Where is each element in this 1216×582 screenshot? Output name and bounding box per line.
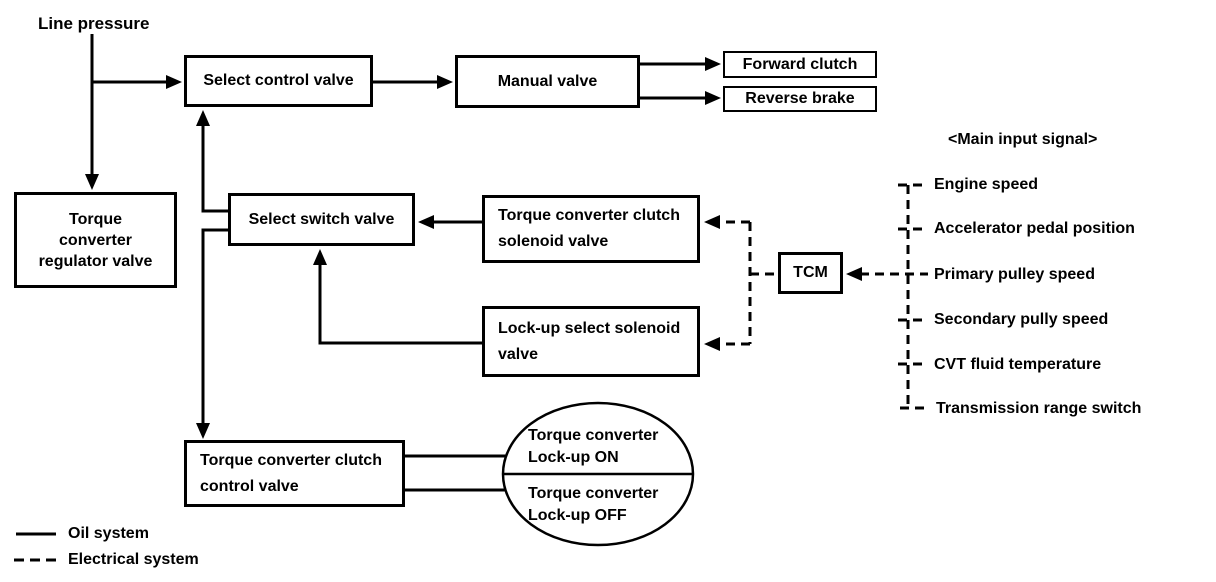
regulator-valve-line3: regulator valve (38, 252, 153, 270)
arrowhead-down-icon (196, 423, 210, 439)
regulator-valve-line1: Torque (68, 210, 123, 228)
arrowhead-left-icon (704, 337, 720, 351)
manual-valve-label: Manual valve (497, 72, 598, 90)
lock-up-select-solenoid-valve-box: Lock-up select solenoid valve (482, 306, 700, 377)
torque-converter-regulator-valve-box: Torque converter regulator valve (14, 192, 177, 288)
torque-converter-clutch-solenoid-valve-box: Torque converter clutch solenoid valve (482, 195, 700, 263)
lockup-off-line2: Lock-up OFF (528, 507, 627, 524)
arrowhead-up-icon (313, 249, 327, 265)
lockup-solenoid-line1: Lock-up select solenoid (498, 319, 681, 337)
input-item-secondary-pully-speed: Secondary pully speed (934, 311, 1109, 328)
arrowhead-up-icon (196, 110, 210, 126)
input-item-accelerator-pedal-position: Accelerator pedal position (934, 220, 1135, 237)
line-pressure-label: Line pressure (38, 14, 150, 33)
tcc-control-line1: Torque converter clutch (200, 451, 382, 469)
select-control-valve-box: Select control valve (184, 55, 373, 107)
arrowhead-right-icon (166, 75, 182, 89)
lockup-solenoid-line2: valve (498, 345, 539, 363)
lockup-off-text: Torque converter Lock-up OFF (528, 483, 658, 527)
reverse-brake-label: Reverse brake (745, 90, 855, 107)
regulator-valve-line2: converter (59, 231, 132, 249)
select-control-valve-label: Select control valve (203, 72, 354, 89)
torque-converter-clutch-control-valve-box: Torque converter clutch control valve (184, 440, 405, 507)
input-item-cvt-fluid-temperature: CVT fluid temperature (934, 356, 1102, 373)
arrowhead-left-icon (846, 267, 862, 281)
switch-to-select-control-connector (201, 124, 228, 213)
input-item-primary-pulley-speed: Primary pulley speed (934, 266, 1095, 283)
tcm-label: TCM (793, 264, 828, 281)
tcc-solenoid-line1: Torque converter clutch (498, 207, 680, 224)
reverse-brake-box: Reverse brake (723, 86, 877, 112)
tcm-box: TCM (778, 252, 843, 294)
lockup-on-line2: Lock-up ON (528, 449, 619, 466)
lockup-on-text: Torque converter Lock-up ON (528, 425, 658, 469)
lockup-off-line1: Torque converter (528, 485, 659, 502)
manual-valve-box: Manual valve (455, 55, 640, 108)
forward-clutch-label: Forward clutch (742, 55, 858, 73)
tcc-control-line2: control valve (200, 477, 299, 495)
arrowhead-right-icon (705, 57, 721, 71)
arrowhead-right-icon (437, 75, 453, 89)
arrowhead-down-icon (85, 174, 99, 190)
legend-electrical-label: Electrical system (68, 551, 199, 568)
legend-oil-label: Oil system (68, 525, 149, 542)
arrowhead-right-icon (705, 91, 721, 105)
select-switch-valve-box: Select switch valve (228, 193, 415, 246)
select-switch-valve-label: Select switch valve (248, 210, 395, 228)
switch-to-clutch-control-connector (201, 228, 228, 426)
arrowhead-left-icon (418, 215, 434, 229)
lockup-on-line1: Torque converter (528, 427, 659, 444)
input-item-engine-speed: Engine speed (934, 176, 1039, 193)
forward-clutch-box: Forward clutch (723, 51, 877, 78)
tcc-solenoid-line2: solenoid valve (498, 233, 609, 250)
lockup-solenoid-to-switch-connector (318, 263, 482, 345)
main-input-signal-title: <Main input signal> (948, 131, 1098, 148)
arrowhead-left-icon (704, 215, 720, 229)
input-item-transmission-range-switch: Transmission range switch (936, 400, 1142, 417)
